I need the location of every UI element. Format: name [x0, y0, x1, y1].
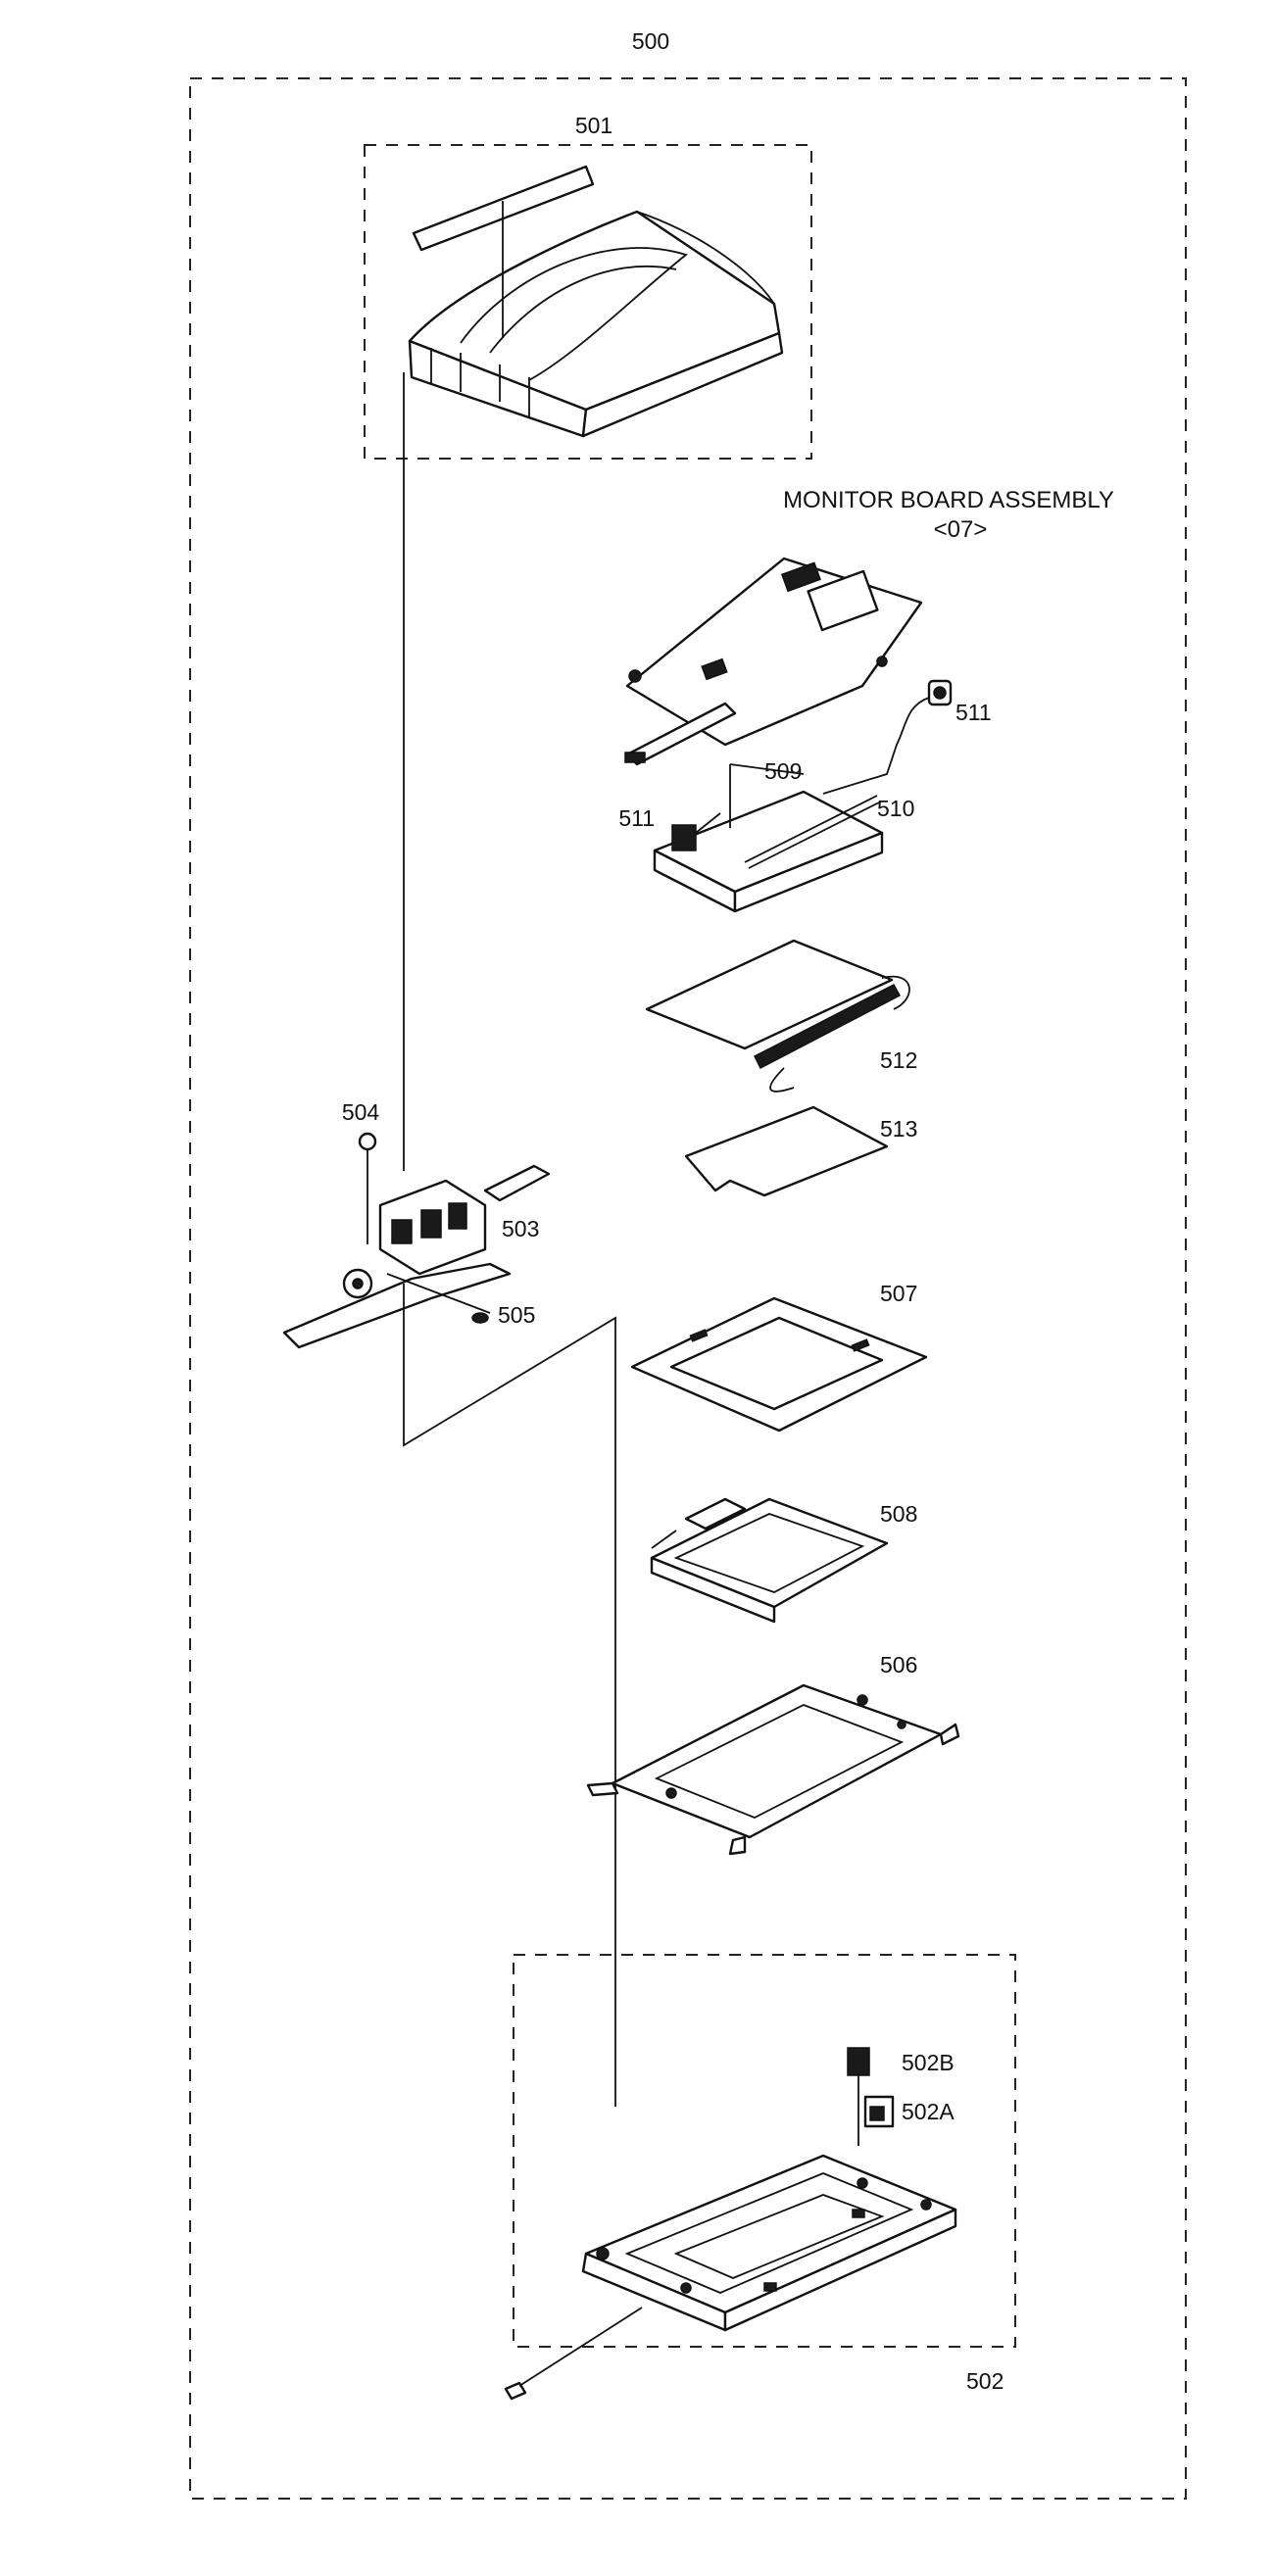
cabinet-501-frame: [364, 144, 812, 460]
monitor-board-code: <07>: [934, 516, 988, 543]
part-small-plate: [504, 2307, 643, 2401]
part-510-rod: [744, 795, 882, 869]
part-511-connector-upper: [822, 679, 953, 795]
label-513: 513: [880, 1116, 917, 1142]
label-505: 505: [498, 1302, 535, 1328]
part-509-panel: [653, 763, 884, 913]
cabinet-502-frame: [513, 1954, 1016, 2348]
part-monitor-board: [624, 557, 923, 766]
assembly-500-frame: [189, 77, 1187, 2500]
label-500: 500: [632, 28, 669, 54]
label-504: 504: [342, 1099, 380, 1125]
label-507: 507: [880, 1281, 917, 1306]
lead-503-502: [403, 1284, 616, 2107]
part-502-cabinet: [581, 2154, 957, 2332]
monitor-board-title: MONITOR BOARD ASSEMBLY: [783, 487, 1114, 513]
part-506-chassis: [586, 1683, 960, 1856]
label-502B: 502B: [902, 2050, 955, 2075]
part-505-screw: [471, 1312, 489, 1324]
label-512: 512: [880, 1047, 917, 1073]
label-502A: 502A: [902, 2099, 955, 2124]
part-504-screw: [358, 1132, 377, 1244]
label-502: 502: [966, 2368, 1004, 2394]
label-509: 509: [764, 758, 802, 784]
part-501-cabinet: [408, 165, 784, 438]
label-508: 508: [880, 1501, 917, 1527]
part-502B-latch: [847, 2047, 870, 2146]
part-508-lcd: [650, 1497, 889, 1624]
label-501: 501: [575, 113, 612, 138]
label-506: 506: [880, 1652, 917, 1677]
label-511-upper: 511: [955, 700, 992, 725]
part-513-sheet: [684, 1105, 889, 1197]
part-507-frame: [630, 1296, 928, 1433]
part-502A-button: [863, 2095, 895, 2128]
part-511-connector-lower: [671, 812, 721, 851]
part-503-switch-block: [282, 1164, 551, 1349]
label-510: 510: [877, 796, 914, 821]
label-511-lower: 511: [618, 805, 655, 831]
part-512-sheet: [645, 939, 910, 1093]
label-503: 503: [502, 1216, 539, 1241]
